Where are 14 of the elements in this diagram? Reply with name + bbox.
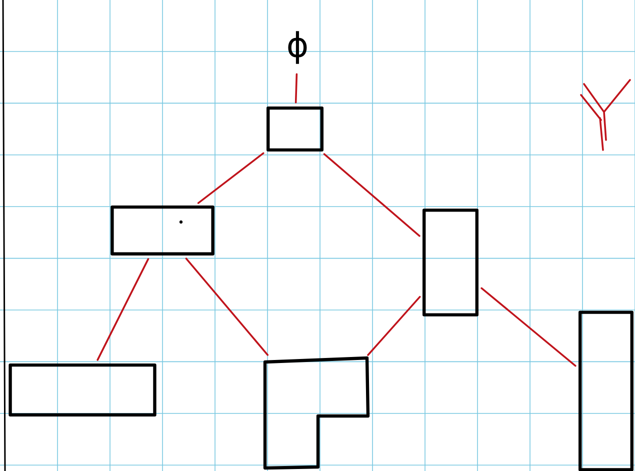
connector-line bbox=[480, 287, 576, 367]
box bbox=[8, 363, 156, 416]
l-shaped-box bbox=[263, 356, 370, 470]
connector-line bbox=[294, 73, 298, 104]
box bbox=[578, 310, 634, 471]
connector-line bbox=[96, 258, 150, 361]
box bbox=[110, 205, 214, 256]
box bbox=[266, 106, 324, 152]
connector-line bbox=[367, 296, 421, 356]
connector-line bbox=[197, 152, 264, 204]
box bbox=[422, 208, 478, 316]
connector-line bbox=[323, 153, 420, 237]
connector-line bbox=[185, 258, 269, 356]
symbol-label: ϕ bbox=[288, 31, 307, 64]
